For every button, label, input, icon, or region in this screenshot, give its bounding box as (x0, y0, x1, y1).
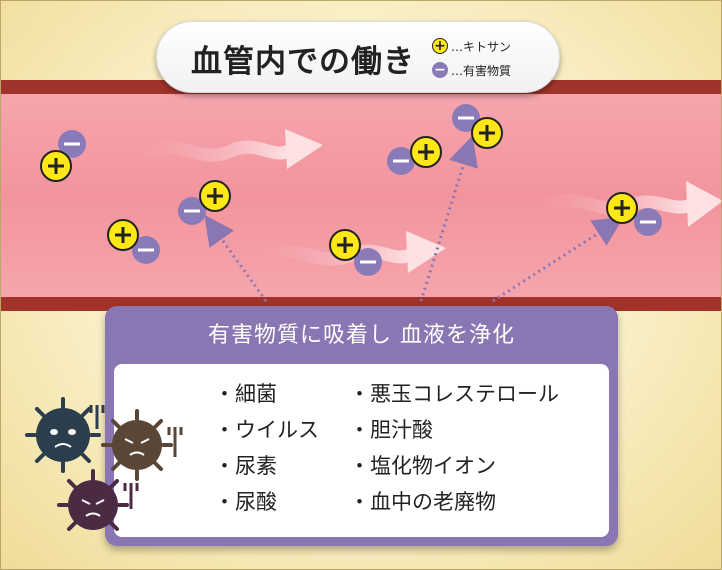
adsorption-arrow (419, 135, 478, 302)
adsorption-arrow (492, 216, 624, 303)
list-item: 胆汁酸 (349, 412, 559, 448)
page-title: 血管内での働き (191, 44, 415, 80)
plus-ion-icon (329, 229, 361, 261)
panel-body: 細菌 ウイルス 尿素 尿酸 悪玉コレステロール 胆汁酸 塩化物イオン 血中の老廃… (114, 364, 609, 537)
panel-title: 有害物質に吸着し 血液を浄化 (208, 323, 515, 348)
list-item: 悪玉コレステロール (349, 376, 559, 412)
list-item: 細菌 (214, 376, 319, 412)
list-item: ウイルス (214, 412, 319, 448)
minus-ion-icon (452, 104, 480, 132)
ion-pair (606, 192, 662, 236)
list-item: 尿素 (214, 448, 319, 484)
germ-icon (57, 469, 139, 531)
substance-list-right: 悪玉コレステロール 胆汁酸 塩化物イオン 血中の老廃物 (349, 376, 559, 520)
plus-ion-icon (40, 150, 72, 182)
minus-ion-icon (354, 248, 382, 276)
ion-pair (107, 219, 160, 264)
substance-list-left: 細菌 ウイルス 尿素 尿酸 (214, 376, 319, 520)
germ-icon (25, 397, 105, 473)
flow-arrow-icon (142, 129, 323, 169)
purification-panel: 有害物質に吸着し 血液を浄化 細菌 ウイルス 尿素 尿酸 悪玉コレステロール 胆… (105, 306, 618, 546)
plus-ion-icon (107, 219, 139, 251)
minus-ion-icon: − (432, 62, 448, 78)
minus-ion-icon (132, 236, 160, 264)
list-item: 血中の老廃物 (349, 484, 559, 520)
adsorption-arrow (204, 214, 268, 302)
ion-pair (452, 104, 503, 149)
ion-pair (329, 229, 382, 276)
list-item: 尿酸 (214, 484, 319, 520)
legend-harmful-substance: − …有害物質 (432, 60, 511, 80)
legend-label: …有害物質 (451, 63, 512, 78)
ion-pair (387, 136, 442, 175)
plus-ion-icon (410, 136, 442, 168)
minus-ion-icon (387, 147, 415, 175)
plus-ion-icon (471, 117, 503, 149)
plus-ion-icon (199, 180, 231, 212)
title-pill: 血管内での働き + …キトサン − …有害物質 (156, 21, 560, 93)
minus-ion-icon (58, 130, 86, 158)
legend-chitosan: + …キトサン (432, 36, 511, 56)
plus-ion-icon (606, 192, 638, 224)
ion-pair (178, 180, 231, 225)
ion-pair (40, 130, 86, 182)
minus-ion-icon (178, 197, 206, 225)
germ-illustration (25, 397, 183, 531)
germ-icon (101, 409, 183, 481)
minus-ion-icon (634, 208, 662, 236)
legend-label: …キトサン (451, 39, 512, 54)
list-item: 塩化物イオン (349, 448, 559, 484)
plus-ion-icon: + (432, 38, 448, 54)
